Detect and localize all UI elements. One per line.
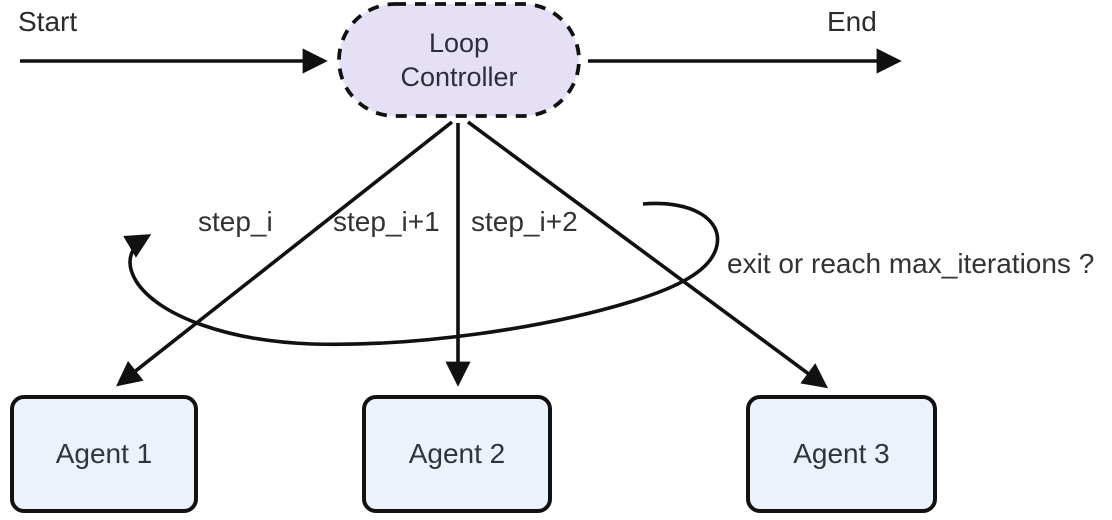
agent-2-node: Agent 2 (362, 395, 552, 513)
agent-3-label: Agent 3 (793, 438, 890, 469)
agent-3-node: Agent 3 (746, 395, 937, 513)
edge-controller-to-agent1 (116, 120, 454, 387)
agent-1-label: Agent 1 (55, 438, 153, 469)
loop-controller-label: Loop Controller (400, 28, 518, 92)
agent-2-label: Agent 2 (408, 438, 506, 469)
edge-label-loop-condition: exit or reach max_iterations ? (727, 248, 1095, 279)
edge-controller-to-agent3 (466, 120, 829, 389)
edge-label-step-i: step_i (198, 206, 273, 237)
agent-1-node: Agent 1 (10, 395, 198, 513)
edge-label-step-i-plus-1: step_i+1 (333, 206, 440, 237)
loop-controller-node: Loop Controller (339, 4, 579, 116)
start-label: Start (18, 6, 78, 37)
edge-label-step-i-plus-2: step_i+2 (471, 206, 578, 237)
end-label: End (827, 6, 877, 37)
loop-controller-node-shape (337, 2, 581, 118)
edge-loop-back-arc (123, 201, 720, 347)
